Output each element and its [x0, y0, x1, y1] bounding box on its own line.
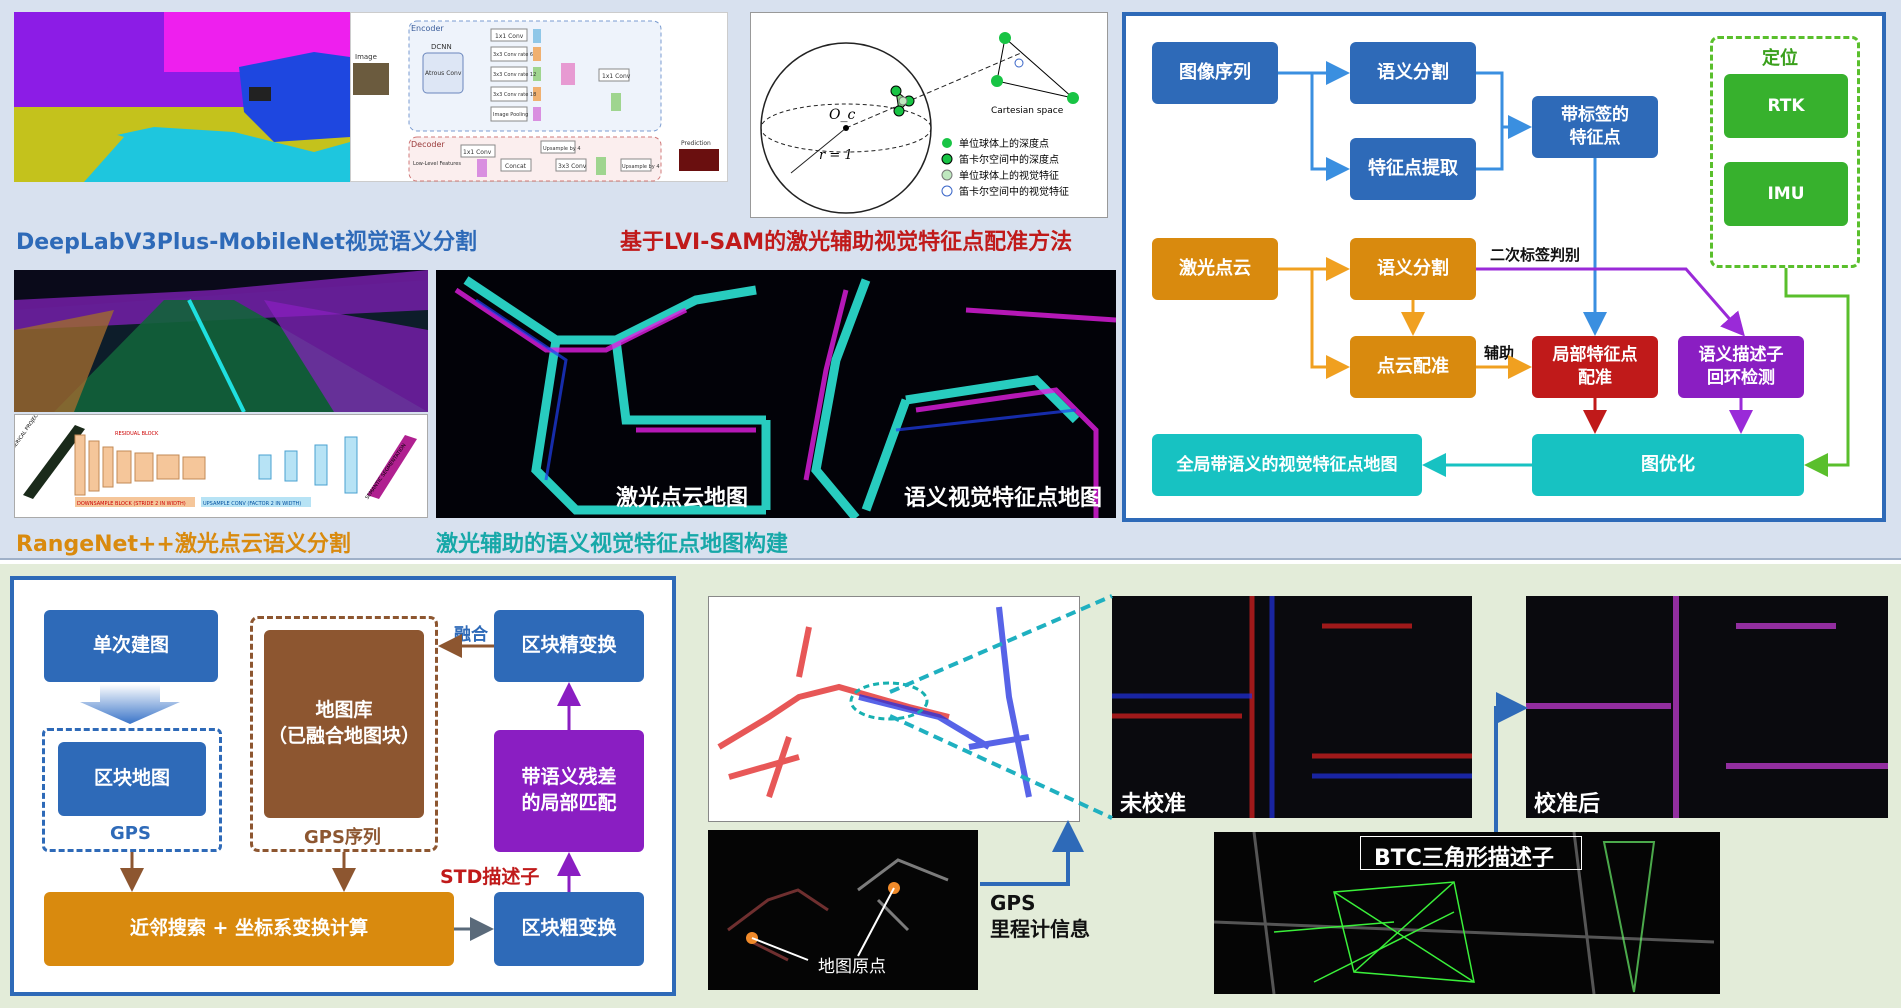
fusion-label: 融合: [454, 625, 488, 645]
gps-group: [42, 728, 222, 852]
deeplab-arch-graphic: Encoder Decoder Image DCNN Atrous Conv 1…: [353, 20, 719, 182]
overlay-map-image: [708, 596, 1080, 822]
conv1-label: 1x1 Conv: [495, 33, 524, 40]
node-feat-extract: 特征点提取: [1350, 138, 1476, 200]
node-nn-search: 近邻搜索 + 坐标系变换计算: [44, 892, 454, 966]
r-label: r = 1: [819, 148, 853, 163]
pooling-label: Image Pooling: [493, 112, 528, 118]
upsample2-label: Upsample by 4: [622, 164, 660, 170]
node-sem-seg-1: 语义分割: [1350, 42, 1476, 104]
map-lib-group: [250, 616, 438, 852]
node-block-map: 区块地图: [58, 742, 206, 816]
rangenet-pointcloud-image: [14, 270, 428, 412]
cartesian-label: Cartesian space: [991, 106, 1064, 116]
conv1b-label: 1x1 Conv: [602, 73, 631, 80]
label-second-label: 二次标签判别: [1490, 246, 1581, 264]
concat-label: Concat: [505, 163, 527, 170]
trajectory-graphic: [727, 858, 949, 962]
map-fusion-flowchart-frame: 单次建图 区块地图 GPS 地图库 （已融合地图块） GPS序列 区块精变换 融…: [10, 576, 676, 996]
node-image-seq: 图像序列: [1152, 42, 1278, 104]
road-cloud-graphic: [14, 270, 428, 412]
decoder-label: Decoder: [411, 140, 445, 149]
upsample1-label: Upsample by 4: [543, 146, 581, 152]
semantic-map-label: 语义视觉特征点地图: [904, 486, 1103, 511]
dcnn-label: DCNN: [431, 43, 452, 51]
sphere-diagram: O_c r = 1 Cartesian space 单位球体上的深度点 笛卡尔空…: [750, 12, 1108, 218]
node-single-map: 单次建图: [44, 610, 218, 682]
origin-label: 地图原点: [818, 957, 886, 977]
node-sem-desc: 语义描述子 回环检测: [1678, 336, 1804, 398]
legend-item-3: 笛卡尔空间中的视觉特征: [959, 185, 1069, 198]
gradient-down-arrow: [80, 684, 180, 724]
oc-label: O_c: [829, 107, 855, 123]
downsample-label: DOWNSAMPLE BLOCK (STRIDE 2 IN WIDTH): [77, 501, 186, 507]
btc-descriptor-image: BTC三角形描述子: [1214, 832, 1720, 994]
feature-map-graphic: [454, 276, 1116, 518]
label-assist: 辅助: [1484, 344, 1515, 362]
node-map-lib: 地图库 （已融合地图块）: [264, 630, 424, 818]
node-cloud-reg: 点云配准: [1350, 336, 1476, 398]
node-semantic-match: 带语义残差 的局部匹配: [494, 730, 644, 852]
sphere-graphic: O_c r = 1 Cartesian space 单位球体上的深度点 笛卡尔空…: [760, 32, 1079, 214]
overlay-map-graphic: [717, 606, 1032, 798]
atrous-label: Atrous Conv: [425, 70, 462, 77]
legend-item-0: 单位球体上的深度点: [959, 137, 1049, 150]
deeplab-network-diagram: Encoder Decoder Image DCNN Atrous Conv 1…: [350, 12, 728, 182]
semantic-seg-label: SEMANTIC SEGMENTATION: [365, 442, 408, 500]
uncalibrated-label: 未校准: [1120, 792, 1187, 817]
btc-label-box[interactable]: [1360, 836, 1582, 870]
node-global-map: 全局带语义的视觉特征点地图: [1152, 434, 1422, 496]
btc-graphic: [1214, 832, 1715, 994]
node-laser-cloud: 激光点云: [1152, 238, 1278, 300]
node-sem-seg-2: 语义分割: [1350, 238, 1476, 300]
rangenet-arch-graphic: SPHERICAL PROJECTION SEMANTIC SEGMENTATI…: [7, 403, 417, 507]
conv3-6-label: 3x3 Conv rate 6: [493, 52, 533, 58]
conv1c-label: 1x1 Conv: [463, 149, 492, 156]
conv3-18-label: 3x3 Conv rate 18: [493, 92, 536, 98]
conv3-12-label: 3x3 Conv rate 12: [493, 72, 536, 78]
localization-label: 定位: [1762, 48, 1798, 69]
node-labeled-feat: 带标签的 特征点: [1532, 96, 1658, 158]
laser-map-label: 激光点云地图: [616, 486, 749, 511]
semantic-flowchart-frame: 图像序列 语义分割 特征点提取 带标签的 特征点 激光点云 语义分割 二次标签判…: [1122, 12, 1886, 522]
calibrated-label: 校准后: [1534, 792, 1601, 817]
deeplab-seg-image: [14, 12, 350, 182]
caption-deeplab: DeepLabV3Plus-MobileNet视觉语义分割: [16, 230, 477, 255]
laser-map-image: 激光点云地图 语义视觉特征点地图: [436, 270, 1116, 518]
caption-mapbuild: 激光辅助的语义视觉特征点地图构建: [436, 532, 789, 557]
node-rtk: RTK: [1724, 74, 1848, 138]
caption-rangenet: RangeNet++激光点云语义分割: [16, 532, 351, 557]
uncalibrated-graphic: [1112, 596, 1472, 818]
localization-group: [1710, 36, 1860, 268]
node-local-reg: 局部特征点 配准: [1532, 336, 1658, 398]
std-label: STD描述子: [440, 866, 540, 888]
legend-item-2: 单位球体上的视觉特征: [959, 169, 1059, 182]
trajectory-map-image: 地图原点: [708, 830, 978, 990]
calibrated-image: 校准后: [1526, 596, 1888, 818]
gps-odometry-label: GPS 里程计信息: [990, 891, 1090, 941]
image-label: Image: [355, 53, 377, 61]
residual-label: RESIDUAL BLOCK: [115, 431, 159, 437]
node-fine-trans: 区块精变换: [494, 610, 644, 682]
calibrated-graphic: [1526, 596, 1888, 818]
low-level-label: Low-Level Features: [413, 161, 461, 167]
gps-seq-label: GPS序列: [304, 827, 381, 848]
seg-map-graphic: [14, 12, 350, 182]
btc-label: BTC三角形描述子: [1374, 846, 1554, 871]
upsample-conv-label: UPSAMPLE CONV (FACTOR 2 IN WIDTH): [203, 501, 301, 507]
prediction-label: Prediction: [681, 140, 711, 147]
gps-label: GPS: [110, 823, 151, 844]
node-coarse-trans: 区块粗变换: [494, 892, 644, 966]
encoder-label: Encoder: [411, 24, 444, 33]
conv3b-label: 3x3 Conv: [558, 163, 587, 170]
uncalibrated-image: 未校准: [1112, 596, 1472, 818]
legend-item-1: 笛卡尔空间中的深度点: [959, 153, 1059, 166]
node-graph-opt: 图优化: [1532, 434, 1804, 496]
spherical-label: SPHERICAL PROJECTION: [15, 415, 47, 456]
caption-lvisam: 基于LVI-SAM的激光辅助视觉特征点配准方法: [620, 230, 1073, 255]
rangenet-network-diagram: SPHERICAL PROJECTION SEMANTIC SEGMENTATI…: [7, 403, 428, 518]
node-imu: IMU: [1724, 162, 1848, 226]
